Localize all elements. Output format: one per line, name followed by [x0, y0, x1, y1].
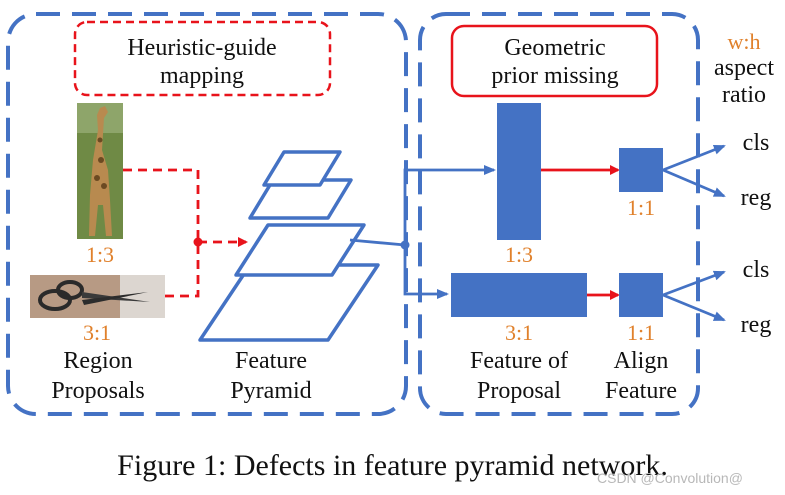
feature-wide-rect [451, 273, 587, 317]
align-square-top [619, 148, 663, 192]
output-cls-top: cls [742, 130, 770, 156]
pyramid-label-line1: Feature [235, 348, 307, 374]
missing-box [450, 24, 659, 98]
output-reg-bottom: reg [740, 312, 772, 338]
aspect-ratio-header-ratio: w:h [727, 29, 761, 54]
mapping-label-line1: Heuristic-guide [127, 35, 277, 61]
figure-caption: Figure 1: Defects in feature pyramid net… [117, 449, 668, 482]
region-label-line1: Region [63, 348, 133, 374]
ratio-label-wide-feature: 3:1 [504, 320, 534, 345]
missing-label-line2: prior missing [491, 63, 619, 89]
ratio-label-align-top: 1:1 [626, 195, 656, 220]
aspect-ratio-header-line2: ratio [722, 82, 766, 108]
mapping-connectors [123, 168, 248, 298]
proposal-label-line2: Proposal [477, 378, 561, 404]
output-arrows [662, 144, 726, 322]
align-label-line1: Align [613, 348, 669, 374]
align-arrows [541, 165, 620, 300]
missing-label-line1: Geometric [504, 35, 606, 61]
align-label-line2: Feature [605, 378, 677, 404]
feature-pyramid [198, 150, 380, 342]
mapping-junction-dot [193, 237, 203, 247]
pyramid-label-line2: Pyramid [230, 378, 312, 404]
pyramid-junction-dot [400, 240, 410, 250]
ratio-label-tall-feature: 1:3 [504, 242, 534, 267]
pyramid-to-features [349, 165, 496, 299]
watermark: CSDN @Convolution@ [597, 470, 743, 486]
scissors-photo [30, 275, 165, 318]
output-cls-bottom: cls [742, 257, 770, 283]
aspect-ratio-header-line1: aspect [714, 55, 774, 81]
mapping-label-line2: mapping [160, 63, 244, 89]
feature-tall-rect [497, 103, 541, 240]
output-reg-top: reg [740, 185, 772, 211]
proposal-label-line1: Feature of [470, 348, 568, 374]
region-label-line2: Proposals [51, 378, 145, 404]
ratio-label-align-bottom: 1:1 [626, 320, 656, 345]
align-square-bottom [619, 273, 663, 317]
right-panel-frame [418, 12, 700, 416]
giraffe-photo [77, 103, 123, 239]
ratio-label-wide: 3:1 [82, 320, 112, 345]
ratio-label-tall: 1:3 [85, 242, 115, 267]
mapping-box [73, 20, 332, 97]
